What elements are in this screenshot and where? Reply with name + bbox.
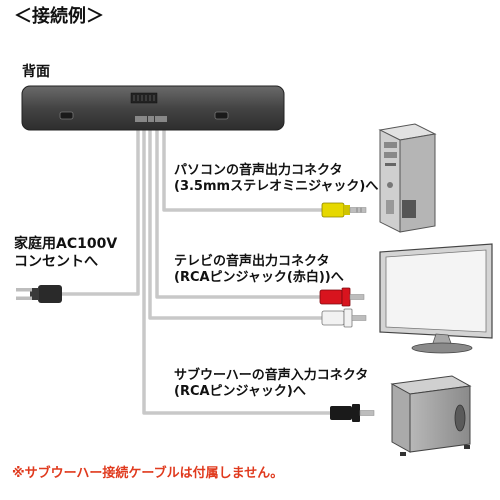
- cable-tv-red: [155, 120, 320, 299]
- tv-connection-label: テレビの音声出力コネクタ (RCAピンジャック(赤白))へ: [174, 254, 344, 287]
- tv-connection-line1: テレビの音声出力コネクタ: [174, 254, 330, 269]
- cable-ac: [60, 120, 140, 296]
- pc-connection-line2: (3.5mmステレオミニジャック)へ: [174, 179, 379, 195]
- cable-not-included-note: ※サブウーハー接続ケーブルは付属しません。: [12, 466, 284, 481]
- soundbar-icon: [21, 85, 285, 131]
- subwoofer-icon: [390, 375, 472, 456]
- rca-plug-icon: [330, 404, 375, 422]
- subwoofer-connection-line2: (RCAピンジャック)へ: [174, 384, 306, 400]
- cable-pc: [162, 120, 322, 212]
- ac-plug-icon: [16, 285, 62, 303]
- pc-connection-line1: パソコンの音声出力コネクタ: [174, 163, 343, 178]
- ac-connection-line1: 家庭用AC100V: [14, 236, 118, 252]
- page-title: ＜接続例＞: [14, 6, 104, 27]
- ac-connection-line2: コンセントへ: [14, 253, 98, 270]
- cable-subwoofer: [142, 120, 330, 415]
- subwoofer-connection-label: サブウーハーの音声入力コネクタ (RCAピンジャック)へ: [174, 368, 368, 401]
- tv-connection-line2: (RCAピンジャック(赤白))へ: [174, 270, 344, 286]
- desktop-pc-icon: [378, 123, 437, 233]
- ac-connection-label: 家庭用AC100V コンセントへ: [14, 236, 117, 271]
- cable-tv-white: [148, 120, 322, 320]
- pc-connection-label: パソコンの音声出力コネクタ (3.5mmステレオミニジャック)へ: [174, 163, 378, 196]
- subwoofer-connection-line1: サブウーハーの音声入力コネクタ: [174, 368, 369, 383]
- stereo-mini-plug-icon: [321, 202, 367, 218]
- tv-monitor-icon: [379, 243, 493, 354]
- rca-plug-icon: [319, 287, 367, 328]
- cables: [60, 120, 330, 415]
- rear-label: 背面: [22, 64, 50, 80]
